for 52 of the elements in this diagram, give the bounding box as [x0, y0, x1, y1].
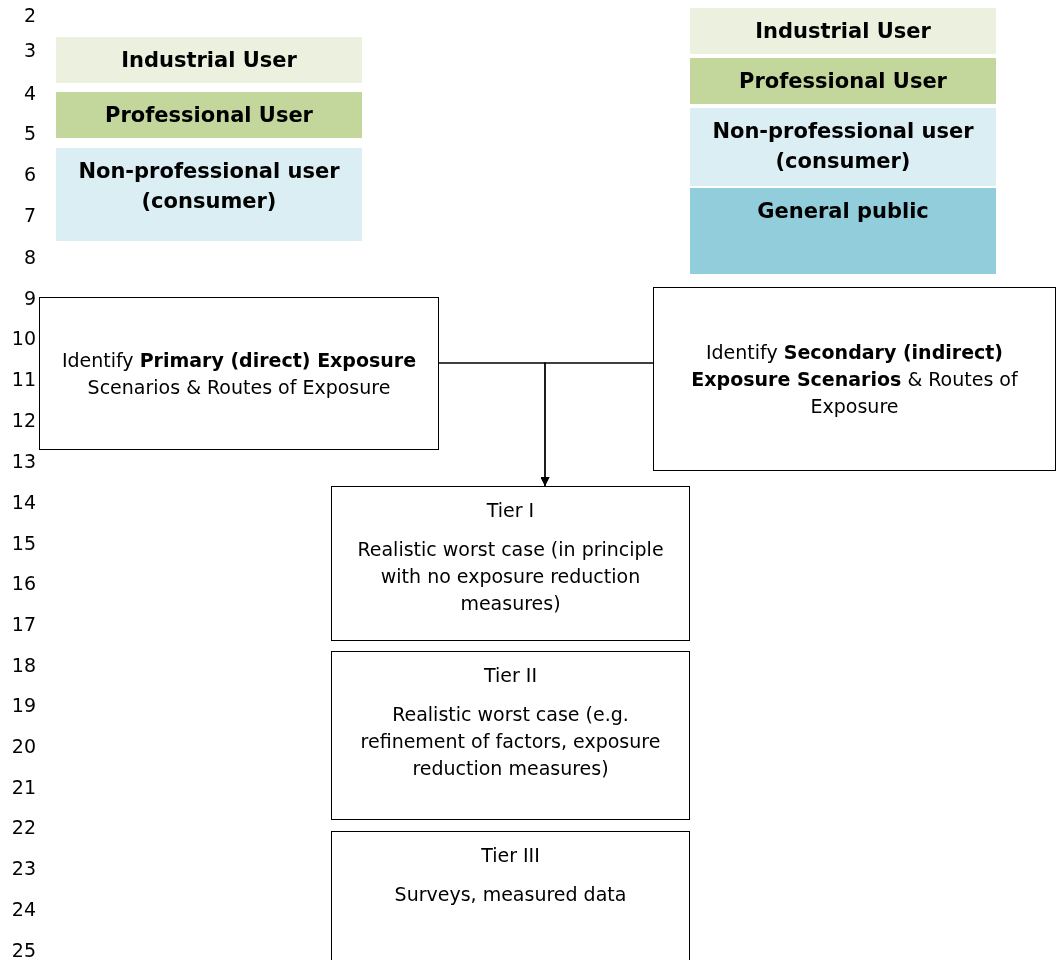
line-number: 6: [22, 163, 36, 185]
line-number: 22: [10, 816, 36, 838]
tier-box: [331, 486, 690, 641]
line-number: 17: [10, 613, 36, 635]
user-category-band: [56, 92, 362, 138]
user-category-label: Industrial User: [754, 18, 932, 45]
user-category-label: Non-professional user (consumer): [711, 118, 975, 175]
line-number: 19: [10, 694, 36, 716]
line-number: 8: [22, 246, 36, 268]
tier-box: [331, 831, 690, 960]
tier-description: Surveys, measured data: [393, 882, 628, 907]
line-number: 9: [22, 287, 36, 309]
user-category-band: [690, 188, 996, 274]
line-number: 23: [10, 857, 36, 879]
box-text: Identify Secondary (indirect) Exposure Scenarios & Routes of Exposure: [690, 339, 1019, 419]
line-number: 13: [10, 450, 36, 472]
user-category-label: Industrial User: [120, 47, 298, 74]
line-number: 20: [10, 735, 36, 757]
user-category-band: [56, 148, 362, 241]
line-number: 4: [22, 82, 36, 104]
line-number: 21: [10, 776, 36, 798]
line-number: 24: [10, 898, 36, 920]
process-box: [653, 287, 1056, 471]
user-category-band: [690, 58, 996, 104]
tier-title: Tier I: [485, 498, 536, 523]
line-number: 11: [10, 368, 36, 390]
line-number: 16: [10, 572, 36, 594]
tier-description: Realistic worst case (in principle with no exposure reduction measures): [356, 537, 665, 616]
line-number: 14: [10, 491, 36, 513]
line-number: 12: [10, 409, 36, 431]
line-number: 5: [22, 122, 36, 144]
user-category-label: Professional User: [738, 68, 948, 95]
line-number: 25: [10, 939, 36, 960]
connector-arrow: [540, 362, 654, 487]
user-category-band: [690, 108, 996, 186]
tier-description: Realistic worst case (e.g. refinement of factors, exposure reduction measures): [359, 702, 662, 781]
line-number: 3: [22, 39, 36, 61]
line-number: 15: [10, 532, 36, 554]
line-number: 10: [10, 327, 36, 349]
line-number: 7: [22, 204, 36, 226]
box-text: Identify Primary (direct) Exposure Scenarios & Routes of Exposure: [60, 347, 418, 400]
tier-box: [331, 651, 690, 820]
tier-title: Tier II: [482, 663, 539, 688]
user-category-label: General public: [756, 198, 930, 225]
user-category-label: Professional User: [104, 102, 314, 129]
line-number: 18: [10, 654, 36, 676]
user-category-label: Non-professional user (consumer): [77, 158, 341, 215]
process-box: [39, 297, 439, 450]
line-number: 2: [22, 4, 36, 26]
tier-title: Tier III: [480, 843, 541, 868]
user-category-band: [690, 8, 996, 54]
user-category-band: [56, 37, 362, 83]
